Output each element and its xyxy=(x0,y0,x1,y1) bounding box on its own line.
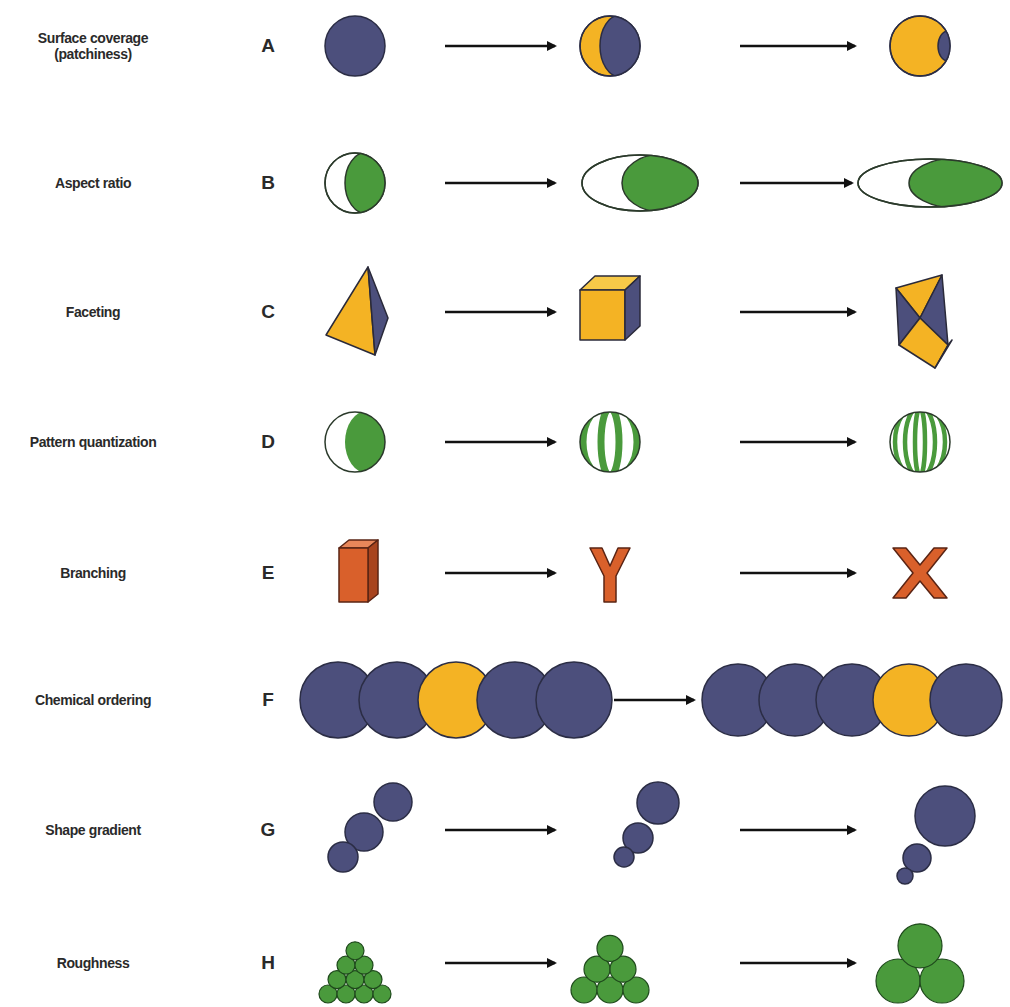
row-label: Shape gradient xyxy=(3,822,183,838)
row-letter: E xyxy=(262,562,275,584)
row-letter: C xyxy=(261,301,275,323)
row-label: Surface coverage (patchiness) xyxy=(3,30,183,62)
row-letter: D xyxy=(261,431,275,453)
branched-particles xyxy=(339,540,947,602)
chemically-ordered-chains xyxy=(300,662,1002,738)
row-label: Roughness xyxy=(3,955,183,971)
row-letter: B xyxy=(261,172,275,194)
row-letter: A xyxy=(261,35,275,57)
row-label: Branching xyxy=(3,565,183,581)
janus-ellipsoids xyxy=(325,152,1005,214)
row-letter: H xyxy=(261,952,275,974)
row-letter: F xyxy=(262,689,274,711)
faceted-particles xyxy=(326,267,952,368)
arrows xyxy=(445,46,855,963)
row-label: Pattern quantization xyxy=(3,434,183,450)
bead xyxy=(597,935,623,961)
row-label: Aspect ratio xyxy=(3,175,183,191)
shape-gradient-particles xyxy=(328,782,975,884)
striped-particles xyxy=(325,402,954,482)
bead xyxy=(898,924,942,968)
rough-particles xyxy=(319,924,964,1003)
row-label: Faceting xyxy=(3,304,183,320)
row-letter: G xyxy=(261,819,276,841)
row-label: Chemical ordering xyxy=(3,692,183,708)
bead xyxy=(346,942,364,960)
patchy-particles xyxy=(325,15,958,77)
